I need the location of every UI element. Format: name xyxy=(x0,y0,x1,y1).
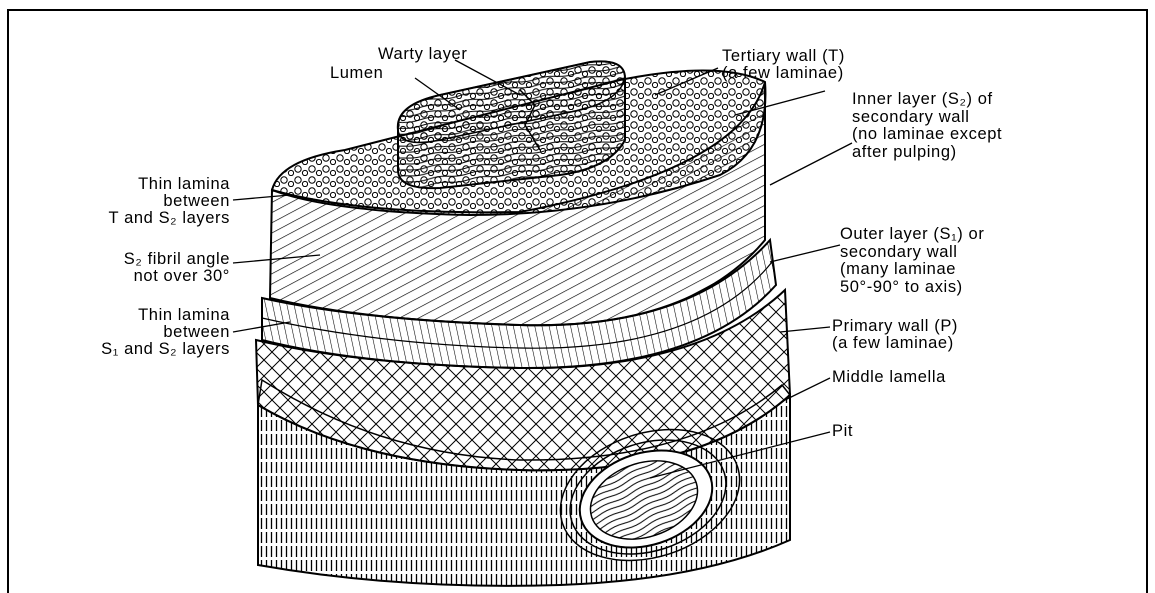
label-thin-lamina-s1-s2-line2: between xyxy=(20,324,230,341)
label-outer-layer-s1: Outer layer (S₁) or secondary wall (many… xyxy=(840,226,984,296)
label-thin-lamina-t-s2: Thin lamina between T and S₂ layers xyxy=(52,176,230,227)
label-tertiary-wall: Tertiary wall (T) (a few laminae) xyxy=(722,48,845,82)
label-s2-fibril-angle-line2: not over 30° xyxy=(52,268,230,285)
label-inner-layer-line1: Inner layer (S₂) of xyxy=(852,91,1002,109)
label-outer-layer-line2: secondary wall xyxy=(840,244,984,262)
label-inner-layer-s2: Inner layer (S₂) of secondary wall (no l… xyxy=(852,91,1002,161)
label-thin-lamina-t-s2-line3: T and S₂ layers xyxy=(52,210,230,227)
label-pit: Pit xyxy=(832,423,853,440)
label-warty-layer: Warty layer xyxy=(378,46,467,63)
label-thin-lamina-s1-s2-line3: S₁ and S₂ layers xyxy=(20,341,230,358)
label-primary-wall-line1: Primary wall (P) xyxy=(832,318,958,335)
label-s2-fibril-angle: S₂ fibril angle not over 30° xyxy=(52,251,230,285)
label-primary-wall-line2: (a few laminae) xyxy=(832,335,958,352)
label-outer-layer-line3: (many laminae xyxy=(840,261,984,279)
label-inner-layer-line2: secondary wall xyxy=(852,109,1002,127)
label-outer-layer-line1: Outer layer (S₁) or xyxy=(840,226,984,244)
label-tertiary-wall-line1: Tertiary wall (T) xyxy=(722,48,845,65)
label-primary-wall: Primary wall (P) (a few laminae) xyxy=(832,318,958,352)
label-inner-layer-line4: after pulping) xyxy=(852,144,1002,162)
label-middle-lamella: Middle lamella xyxy=(832,369,946,386)
label-lumen: Lumen xyxy=(330,65,383,82)
label-thin-lamina-t-s2-line1: Thin lamina xyxy=(52,176,230,193)
label-thin-lamina-t-s2-line2: between xyxy=(52,193,230,210)
label-inner-layer-line3: (no laminae except xyxy=(852,126,1002,144)
label-tertiary-wall-line2: (a few laminae) xyxy=(722,65,845,82)
label-thin-lamina-s1-s2-line1: Thin lamina xyxy=(20,307,230,324)
label-thin-lamina-s1-s2: Thin lamina between S₁ and S₂ layers xyxy=(20,307,230,358)
label-s2-fibril-angle-line1: S₂ fibril angle xyxy=(52,251,230,268)
label-outer-layer-line4: 50°-90° to axis) xyxy=(840,279,984,297)
